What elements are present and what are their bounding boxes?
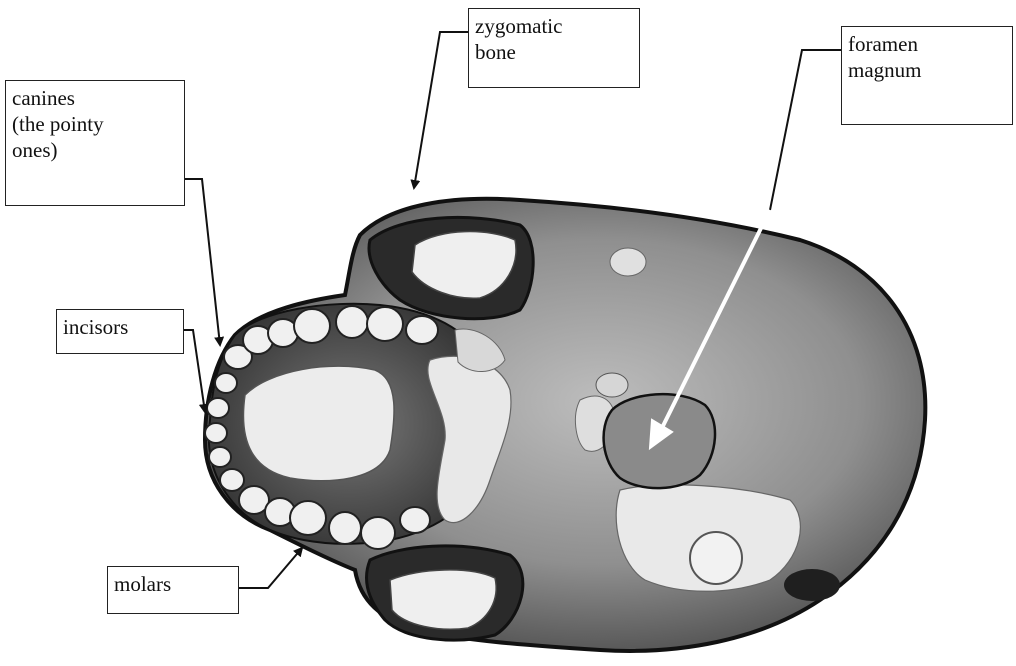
tooth [205,423,227,443]
tooth [215,373,237,393]
petrous-light [610,248,646,276]
molars-leader [238,548,302,588]
palate-light [243,366,394,481]
tooth [336,306,368,338]
canines-label: canines (the pointy ones) [5,80,185,206]
tooth [400,507,430,533]
tooth [220,469,244,491]
tooth [290,501,326,535]
tooth [207,398,229,418]
stamp-mark [690,532,742,584]
tooth [406,316,438,344]
incisors-label: incisors [56,309,184,354]
incisors-leader [183,330,205,412]
zygomatic-bone-label: zygomatic bone [468,8,640,88]
tooth [329,512,361,544]
tooth [209,447,231,467]
molars-label: molars [107,566,239,614]
tooth [367,307,403,341]
foramen-leader-dark [770,50,842,210]
foramen-magnum-label: foramen magnum [841,26,1013,125]
canines-leader [183,179,220,345]
occipital-condyle [596,373,628,397]
zygomatic-leader [414,32,468,188]
tooth [294,309,330,343]
temporal-fossa-lower [390,570,496,629]
tooth [361,517,395,549]
right-opening-dark [784,569,840,601]
